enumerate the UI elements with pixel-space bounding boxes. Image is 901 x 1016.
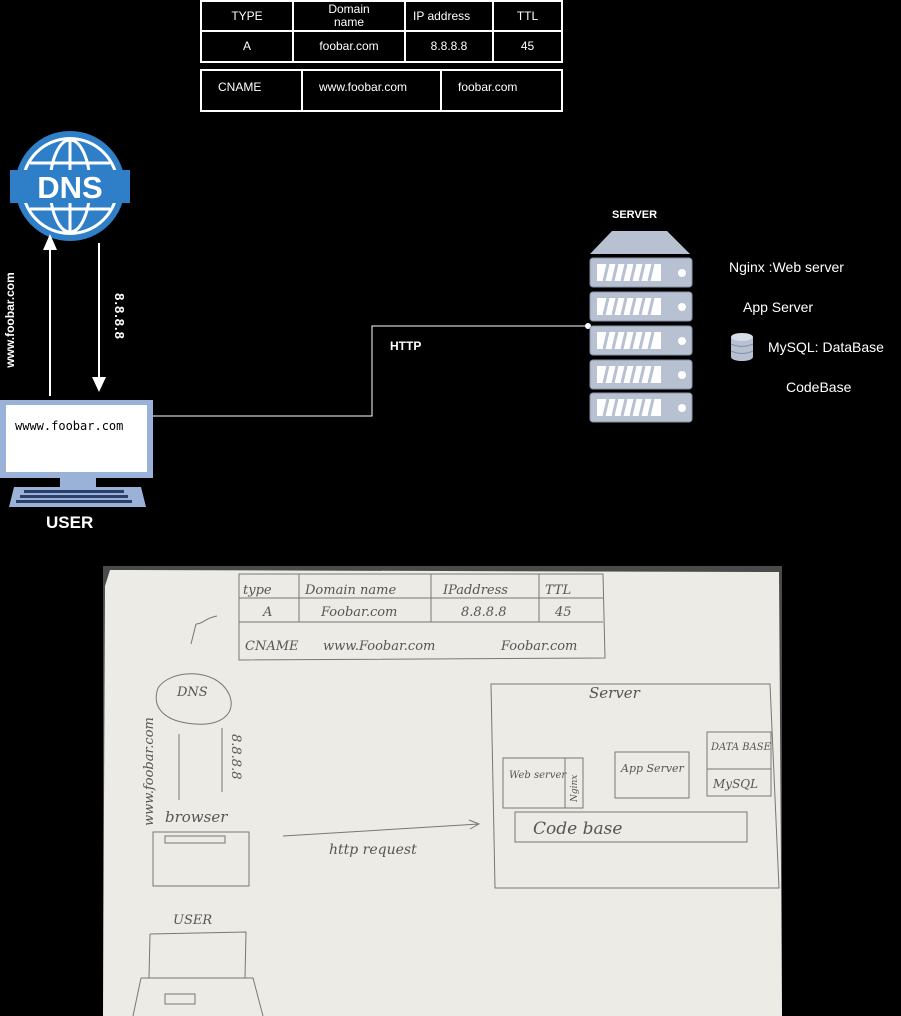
server-component-mysql: MySQL: DataBase [768, 339, 884, 355]
sketch-server-title: Server [589, 684, 641, 702]
sketch-photo: type Domain name IPaddress TTL A Foobar.… [103, 566, 782, 1016]
sketch-response-label: 8.8.8.8 [228, 734, 243, 779]
a-row-ttl: 45 [492, 30, 563, 63]
user-computer-icon [0, 400, 153, 507]
sketch-request-label: www.foobar.com [142, 717, 157, 826]
sketch-nginx: Nginx [570, 775, 580, 803]
sketch-browser-label: browser [165, 808, 228, 826]
sketch-cname-alias: www.Foobar.com [323, 639, 435, 654]
dns-globe-icon: DNS [10, 131, 130, 241]
sketch-dns-label: DNS [176, 685, 208, 700]
sketch-drawing [103, 570, 782, 1016]
sketch-http-label: http request [329, 842, 417, 858]
architecture-diagram: DNS [0, 131, 754, 507]
sketch-a-ip: 8.8.8.8 [461, 605, 506, 620]
server-rack-icon [589, 231, 693, 423]
cname-row-target: foobar.com [440, 69, 563, 112]
sketch-header-type: type [243, 583, 272, 598]
dns-response-label: 8.8.8.8 [111, 293, 127, 340]
dns-request-label: www.foobar.com [2, 272, 17, 368]
database-icon [730, 333, 754, 361]
sketch-app-server: App Server [620, 762, 685, 775]
dns-request-arrow [43, 234, 57, 396]
sketch-header-ip: IPaddress [442, 583, 508, 598]
user-label: USER [46, 513, 94, 532]
sketch-header-domain: Domain name [304, 583, 396, 598]
sketch-database: DATA BASE [710, 742, 772, 753]
sketch-mysql: MySQL [712, 777, 758, 791]
dns-response-arrow [92, 243, 106, 392]
sketch-a-type: A [262, 605, 272, 620]
sketch-a-ttl: 45 [554, 605, 572, 620]
sketch-web-server: Web server [509, 770, 567, 781]
http-connection-line [153, 325, 588, 417]
browser-url-text: wwww.foobar.com [15, 419, 124, 433]
sketch-header-ttl: TTL [545, 583, 571, 598]
sketch-a-domain: Foobar.com [320, 605, 397, 620]
http-label: HTTP [390, 339, 422, 353]
server-component-nginx: Nginx :Web server [729, 259, 844, 275]
server-component-app: App Server [743, 299, 814, 315]
sketch-cname-target: Foobar.com [500, 639, 577, 654]
sketch-cname-type: CNAME [245, 639, 299, 654]
sketch-codebase: Code base [533, 819, 622, 839]
svg-text:DNS: DNS [37, 170, 102, 205]
server-title: SERVER [612, 209, 658, 221]
sketch-user-label: USER [173, 913, 212, 928]
server-component-codebase: CodeBase [786, 379, 852, 395]
